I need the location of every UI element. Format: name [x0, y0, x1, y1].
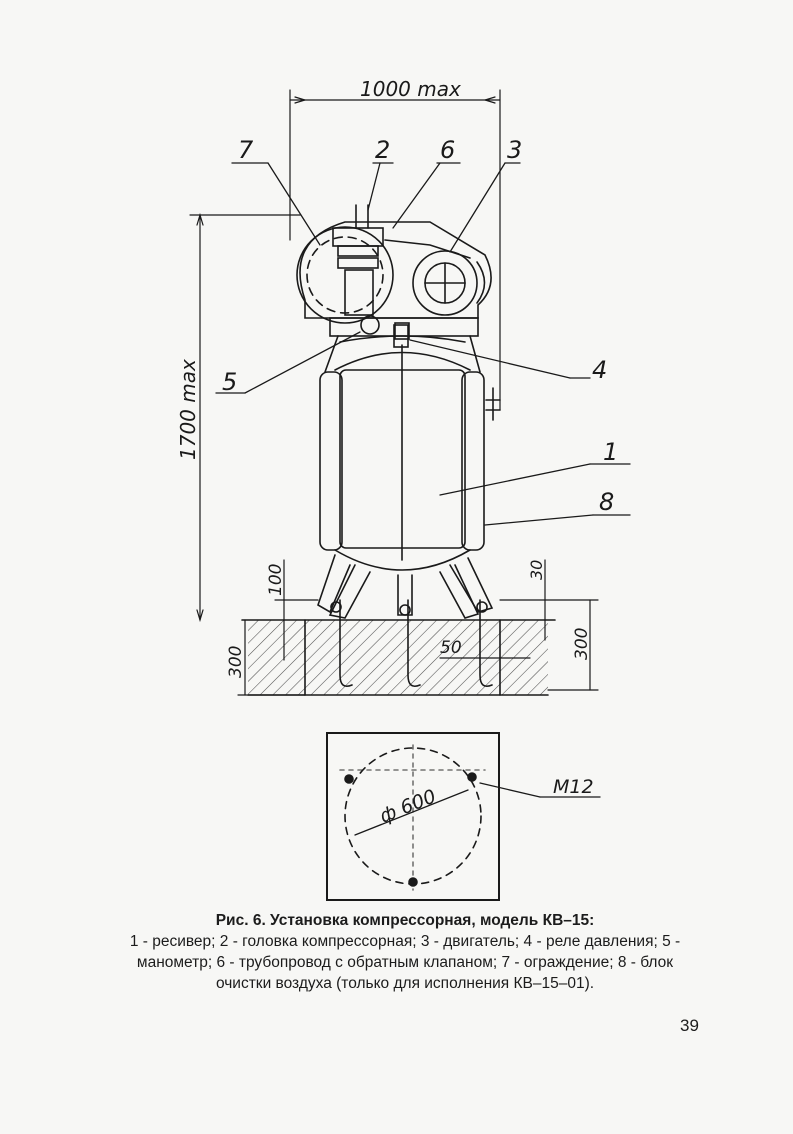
legs [317, 554, 494, 619]
dimension-100: 100 [266, 564, 286, 596]
callout-leaders [215, 162, 631, 526]
caption-legend: 1 - ресивер; 2 - головка компрессорная; … [129, 933, 681, 992]
callout-8: 8 [599, 488, 614, 516]
callout-6: 6 [440, 136, 455, 164]
caption-title: Рис. 6. Установка компрессорная, модель … [215, 912, 595, 929]
dimension-height: 1700 max [176, 359, 200, 460]
compressor-head [332, 204, 384, 316]
page-number: 39 [680, 1016, 699, 1035]
dimension-30: 30 [527, 560, 546, 580]
pipe [384, 239, 471, 259]
dimension-50: 50 [440, 638, 462, 658]
dimension-diameter: ф 600 [377, 785, 440, 827]
dimension-300-right: 300 [572, 628, 592, 660]
callout-7: 7 [238, 136, 254, 164]
motor [412, 250, 486, 316]
dimension-width: 1000 max [360, 77, 461, 101]
dimension-lines [189, 89, 599, 696]
callout-5: 5 [222, 368, 237, 396]
callout-2: 2 [375, 136, 390, 164]
figure-caption: Рис. 6. Установка компрессорная, модель … [110, 910, 700, 994]
callout-4: 4 [592, 356, 607, 384]
gauge [360, 315, 380, 335]
pressure-switch [394, 322, 410, 340]
plan-view [326, 732, 601, 901]
dimension-bolt: М12 [553, 776, 594, 798]
callout-3: 3 [507, 136, 522, 164]
callout-1: 1 [603, 438, 618, 466]
dimension-300-left: 300 [226, 646, 246, 678]
air-filter-detail [485, 387, 501, 421]
receiver [319, 344, 485, 571]
